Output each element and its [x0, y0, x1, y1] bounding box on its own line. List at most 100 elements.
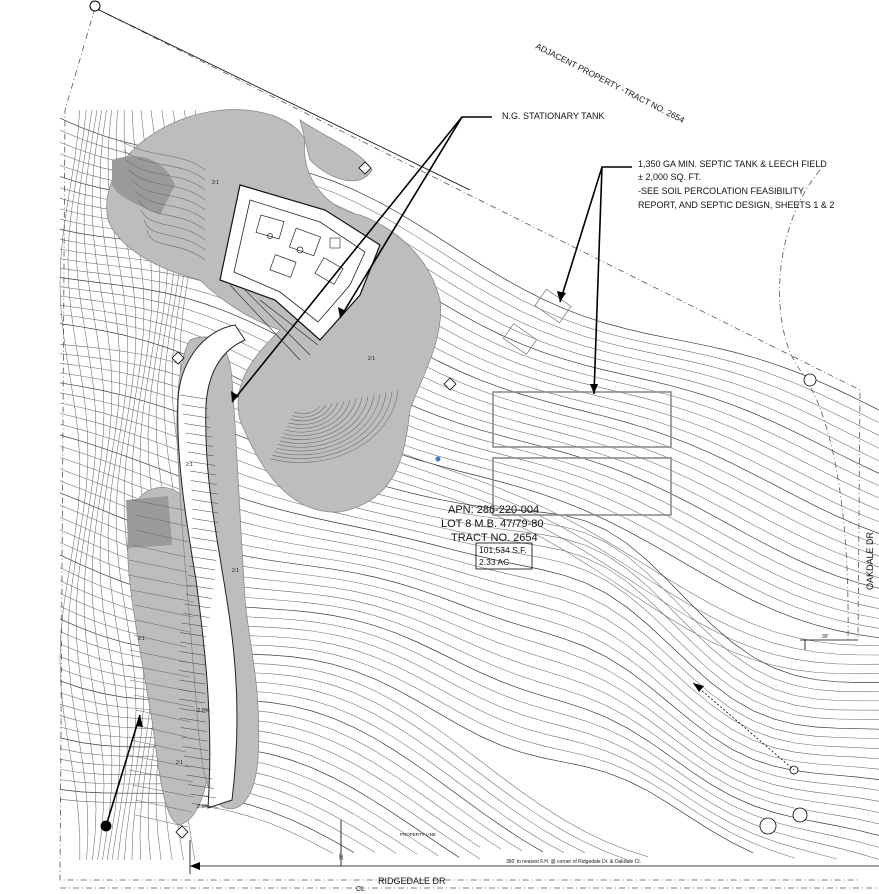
driveway-hatch-line [181, 622, 208, 628]
driveway-hatch-line [182, 746, 209, 751]
slope-contour [135, 814, 188, 828]
driveway-hatch-line [184, 423, 211, 428]
pad-contour [281, 397, 363, 440]
driveway-hatch-line [179, 698, 206, 704]
pad-contour [134, 189, 206, 221]
property-boundary [59, 7, 861, 881]
driveway-hatch-line [181, 404, 208, 409]
slope-contour [133, 694, 194, 708]
slope-contour [133, 634, 187, 648]
driveway-hatch-line [191, 518, 219, 523]
stationary-tank-label: N.G. STATIONARY TANK [502, 111, 605, 121]
contour-line [59, 680, 544, 853]
slope-contour [129, 649, 187, 663]
location-dot [435, 456, 441, 462]
driveway-hatch-line [191, 537, 218, 542]
driveway-hatch-line [190, 480, 217, 485]
slope-contour [134, 604, 194, 618]
septic-note-line1: 1,350 GA MIN. SEPTIC TANK & LEECH FIELD [638, 159, 827, 169]
driveway-hatch-line [190, 556, 217, 561]
pad-contour [284, 399, 351, 433]
slope-contour [131, 499, 195, 513]
driveway-hatch-line [190, 470, 217, 476]
pad-contour [119, 139, 206, 171]
hydrant-note: 360' to nearest F.H. @ corner of Ridgeda… [506, 859, 641, 865]
ridgedale-road [60, 639, 879, 889]
driveway-hatch-line [191, 527, 218, 533]
slope-contour [130, 739, 187, 753]
driveway-hatch-line [181, 736, 208, 742]
centerline-label: CL [356, 886, 365, 893]
contour-line [83, 109, 105, 861]
grade-label-2: 2.0% [197, 804, 210, 810]
pad-contour [272, 391, 393, 459]
driveway-hatch-line [180, 632, 207, 637]
driveway-hatch-line [184, 765, 212, 770]
contour-line [59, 737, 460, 858]
slope-contour [132, 544, 187, 558]
contour-line [59, 704, 502, 850]
contour-line [59, 267, 879, 579]
driveway-hatch-line [179, 651, 206, 656]
slope-label-1: 2:1 [212, 180, 219, 186]
contour-line [59, 295, 879, 609]
driveway-hatch-line [179, 641, 206, 647]
slope-contour [135, 529, 189, 543]
oakdale-dr-label: OAKDALE DR [865, 531, 875, 590]
slope-contour [127, 664, 191, 678]
pad-contour [292, 404, 327, 418]
contour-line [59, 692, 523, 852]
contour-line [67, 109, 89, 861]
slope-contour [134, 724, 188, 738]
distribution-box [502, 323, 538, 355]
property-line-label: PROPERTY LINE [400, 832, 436, 837]
dimension-30-bottom: 30' [339, 853, 345, 860]
pad-contour [277, 395, 375, 448]
pad-contour [290, 403, 333, 422]
pad-contour [146, 229, 206, 261]
slope-label-5: 2:1 [232, 568, 239, 574]
driveway-hatch-line [188, 784, 215, 789]
slope-contour [128, 574, 192, 588]
driveway-hatch-line [183, 755, 210, 761]
tract-label: TRACT NO. 2654 [451, 532, 538, 544]
leech-field-1 [492, 391, 672, 448]
driveway [177, 324, 246, 809]
pad-contour [140, 209, 206, 241]
slope-contour [128, 769, 193, 783]
contour-line [59, 789, 355, 853]
septic-note-line2: ± 2,000 SQ. FT. [638, 172, 701, 182]
driveway-hatch-line [182, 413, 210, 419]
graded-contours [119, 139, 399, 828]
oakdale-row-curve [779, 169, 849, 641]
area-sf-label: 101,534 S.F. [479, 545, 527, 555]
pad-contour [122, 149, 206, 181]
slope-contour [135, 514, 193, 528]
dimension-30-right: 30' [822, 634, 829, 640]
driveway-hatch-line [183, 613, 210, 618]
driveway-hatch-line [179, 679, 206, 685]
slope-contour [128, 559, 188, 573]
grade-label-1: 2.0% [197, 708, 210, 714]
septic-note-line4: REPORT, AND SEPTIC DESIGN, SHEETS 1 & 2 [638, 200, 834, 210]
pad-contour [125, 159, 206, 191]
tank-pad [534, 288, 572, 324]
driveway-hatch-line [186, 774, 213, 780]
slope-label-2: 2:1 [368, 356, 375, 362]
pad-contour [143, 219, 206, 251]
slope-label-6: 2:1 [176, 760, 183, 766]
pad-contour [137, 199, 206, 231]
contour-line [59, 109, 81, 860]
contour-line [59, 286, 879, 599]
boundary-line-top [94, 7, 471, 191]
driveway-hatch-line [179, 708, 206, 713]
leader-arrows [105, 116, 795, 827]
pad-contour [128, 169, 206, 201]
pad-contour [286, 401, 345, 429]
driveway-hatch-line [188, 575, 215, 580]
contour-line [59, 726, 481, 860]
driveway-hatch-line [184, 603, 211, 609]
pad-contour [274, 392, 387, 456]
driveway-hatch-line [190, 546, 217, 552]
